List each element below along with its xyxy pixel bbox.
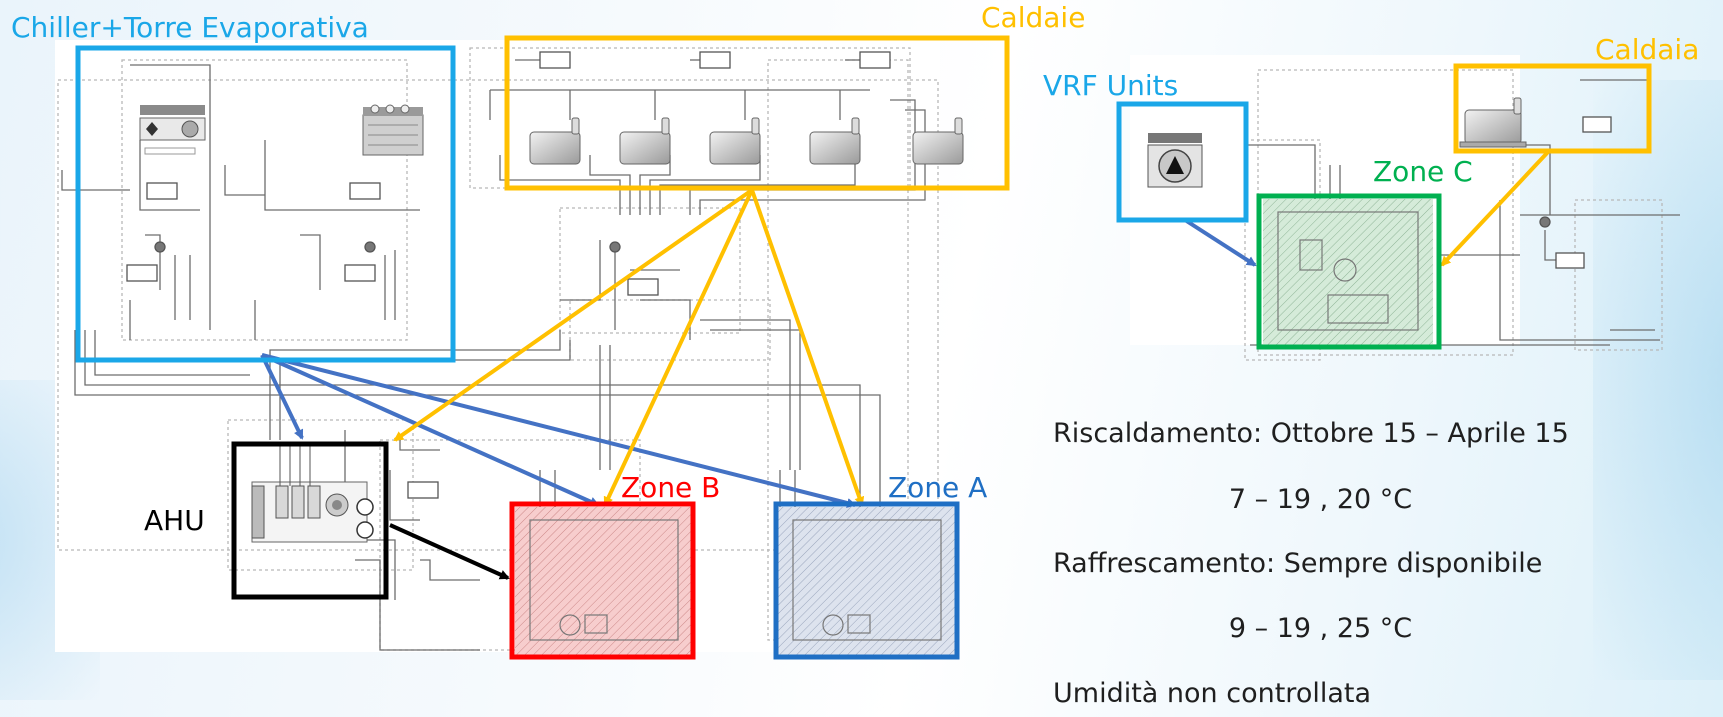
zone-b-fill [515, 507, 693, 657]
arrow-boilers-to-ahu [393, 188, 754, 442]
caldaia-highlight-box [1453, 63, 1652, 154]
heating-period: Riscaldamento: Ottobre 15 – Aprile 15 [1053, 418, 1569, 449]
chiller-unit-icon [139, 105, 206, 155]
boiler-icons [529, 117, 964, 165]
caldaie-label: Caldaie [981, 1, 1086, 34]
arrow-vrf-to-zone-c [1183, 218, 1257, 267]
humidity-note: Umidità non controllata [1053, 678, 1372, 709]
connection-arrows [260, 150, 1550, 580]
zone-a-box [773, 501, 960, 660]
vrf-unit-icon [1147, 133, 1203, 188]
main-schematic-components [126, 51, 891, 499]
zone-c-fill [1263, 199, 1433, 345]
arrow-ahu-to-zone-b [389, 523, 510, 580]
cooling-period: Raffrescamento: Sempre disponibile [1053, 548, 1543, 579]
ahu-label: AHU [144, 504, 205, 537]
vrf-highlight-box [1116, 101, 1249, 223]
zone-c-box [1256, 193, 1442, 350]
ahu-unit-icon [251, 445, 374, 543]
zone-c-label: Zone C [1373, 155, 1473, 188]
zone-a-fill [778, 507, 956, 657]
chiller-highlight-box [75, 45, 456, 363]
zone-b-box [509, 501, 696, 660]
zone-b-label: Zone B [621, 471, 721, 504]
cooling-tower-icon [362, 104, 424, 156]
zone-a-label: Zone A [888, 471, 988, 504]
arrow-caldaia-to-zone-c [1440, 150, 1550, 267]
cooling-hours: 9 – 19 , 25 °C [1228, 613, 1413, 644]
heating-hours: 7 – 19 , 20 °C [1228, 484, 1413, 515]
vrf-label: VRF Units [1043, 69, 1179, 102]
arrow-boilers-to-zone-b [603, 189, 754, 507]
background-glow-right [1593, 80, 1723, 680]
caldaia-label: Caldaia [1595, 33, 1700, 66]
ahu-box [231, 441, 389, 600]
secondary-schematic-components [1539, 116, 1612, 269]
boiler-single-icon [1459, 97, 1527, 148]
caldaie-highlight-box [504, 35, 1010, 191]
arrow-chiller-to-zone-a [261, 353, 857, 508]
arrow-chiller-to-zone-b [261, 353, 600, 507]
arrow-boilers-to-zone-a [750, 189, 865, 507]
chiller-label: Chiller+Torre Evaporativa [11, 11, 369, 44]
arrow-chiller-to-ahu [260, 354, 304, 440]
